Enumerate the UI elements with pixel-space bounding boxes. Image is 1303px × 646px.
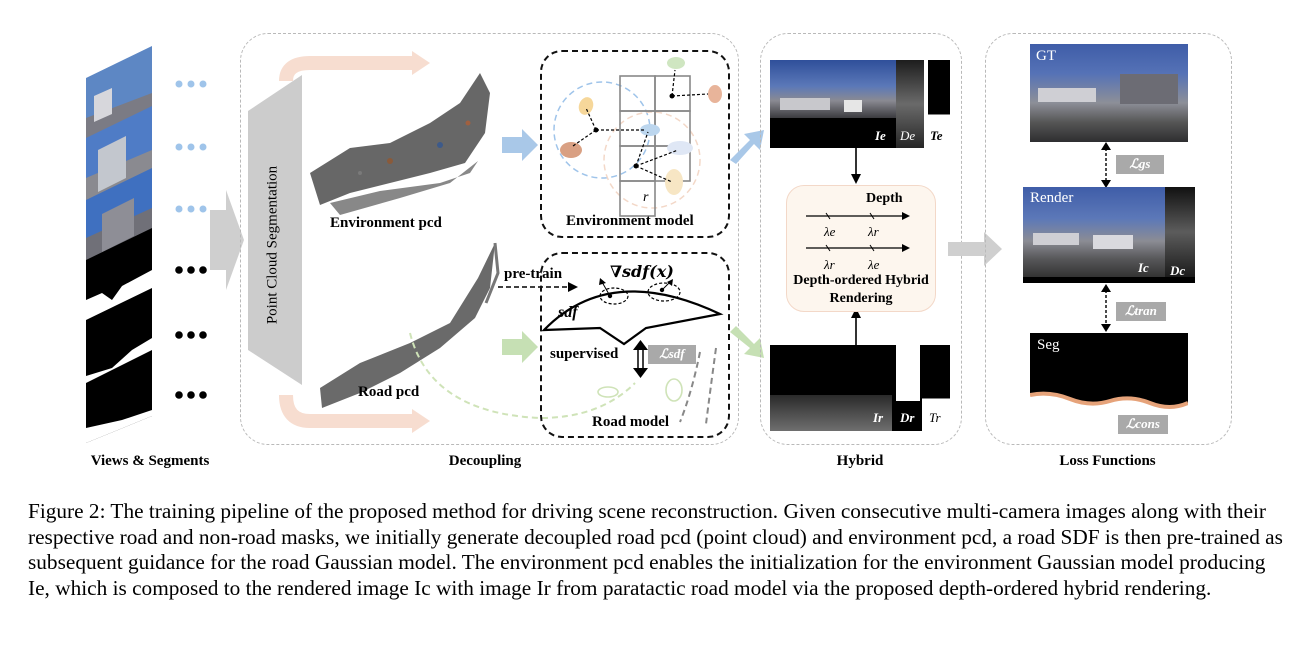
D-e-label: De: [900, 128, 916, 143]
loss-tran-badge: ℒtran: [1116, 302, 1166, 321]
lambda-e-2: λe: [868, 257, 880, 272]
section-label-hybrid: Hybrid: [836, 453, 884, 469]
gt-image: [1030, 44, 1188, 142]
I-r-label: Ir: [873, 410, 884, 425]
T-e-label: Te: [930, 128, 943, 143]
D-c-label: Dc: [1170, 263, 1186, 278]
sdf-label: sdf: [558, 304, 578, 321]
I-e-label: Ie: [875, 128, 886, 143]
loss-tran-arrow: [1101, 284, 1111, 332]
grad-sdf-label: ∇sdf(x): [610, 262, 674, 281]
view-thumbnails: [86, 46, 207, 443]
hybrid-to-loss-arrow-icon: [948, 232, 1002, 266]
section-label-loss: Loss Functions: [1059, 453, 1156, 469]
figure-caption: Figure 2: The training pipeline of the p…: [28, 499, 1283, 600]
render-image: [1023, 187, 1195, 283]
road-model-label: Road model: [592, 414, 670, 430]
hybrid-flow-arrows: [851, 148, 861, 346]
I-c-label: Ic: [1138, 260, 1149, 275]
loss-gs-arrow: [1101, 142, 1111, 188]
T-r-label: Tr: [929, 410, 941, 425]
road-model-diagram: [541, 278, 724, 425]
depth-axis-diagram: [806, 212, 910, 252]
environment-model-box: [540, 50, 730, 238]
road-model-box: [540, 252, 730, 438]
env-render-image: [770, 60, 950, 148]
render-line2: Rendering: [829, 291, 893, 306]
section-label-decoupling: Decoupling: [448, 453, 522, 469]
env-model-label: Environment model: [566, 213, 694, 229]
loss-panel: [985, 33, 1232, 445]
section-label-views: Views & Segments: [90, 453, 210, 469]
grey-arrow-icon: [210, 190, 244, 290]
lambda-r-1: λr: [868, 224, 879, 239]
hybrid-panel: [760, 33, 962, 445]
D-r-label: Dr: [900, 410, 915, 425]
gt-label: GT: [1036, 48, 1056, 64]
render-label: Render: [1030, 190, 1074, 206]
lambda-e-1: λe: [824, 224, 836, 239]
decoupling-to-hybrid-arrows: [730, 130, 764, 358]
road-pcd-label: Road pcd: [358, 384, 420, 400]
env-pcd-label: Environment pcd: [330, 215, 442, 231]
segmentation-block: [248, 75, 302, 385]
env-r-label: r: [643, 190, 649, 205]
road-render-image: [770, 345, 950, 431]
lambda-r-2: λr: [824, 257, 835, 272]
views-segments-stack: [82, 38, 232, 448]
loss-gs-badge: ℒgs: [1116, 155, 1164, 174]
depth-title: Depth: [866, 191, 903, 206]
decoupling-panel: [240, 33, 739, 445]
seg-label: Seg: [1037, 337, 1060, 353]
environment-model-diagram: [553, 57, 722, 217]
decoupling-graphics: [279, 51, 636, 433]
loss-cons-badge: ℒcons: [1118, 415, 1168, 434]
supervised-label: supervised: [550, 346, 619, 362]
loss-sdf-badge: ℒsdf: [648, 345, 696, 364]
render-line1: Depth-ordered Hybrid: [793, 273, 929, 288]
